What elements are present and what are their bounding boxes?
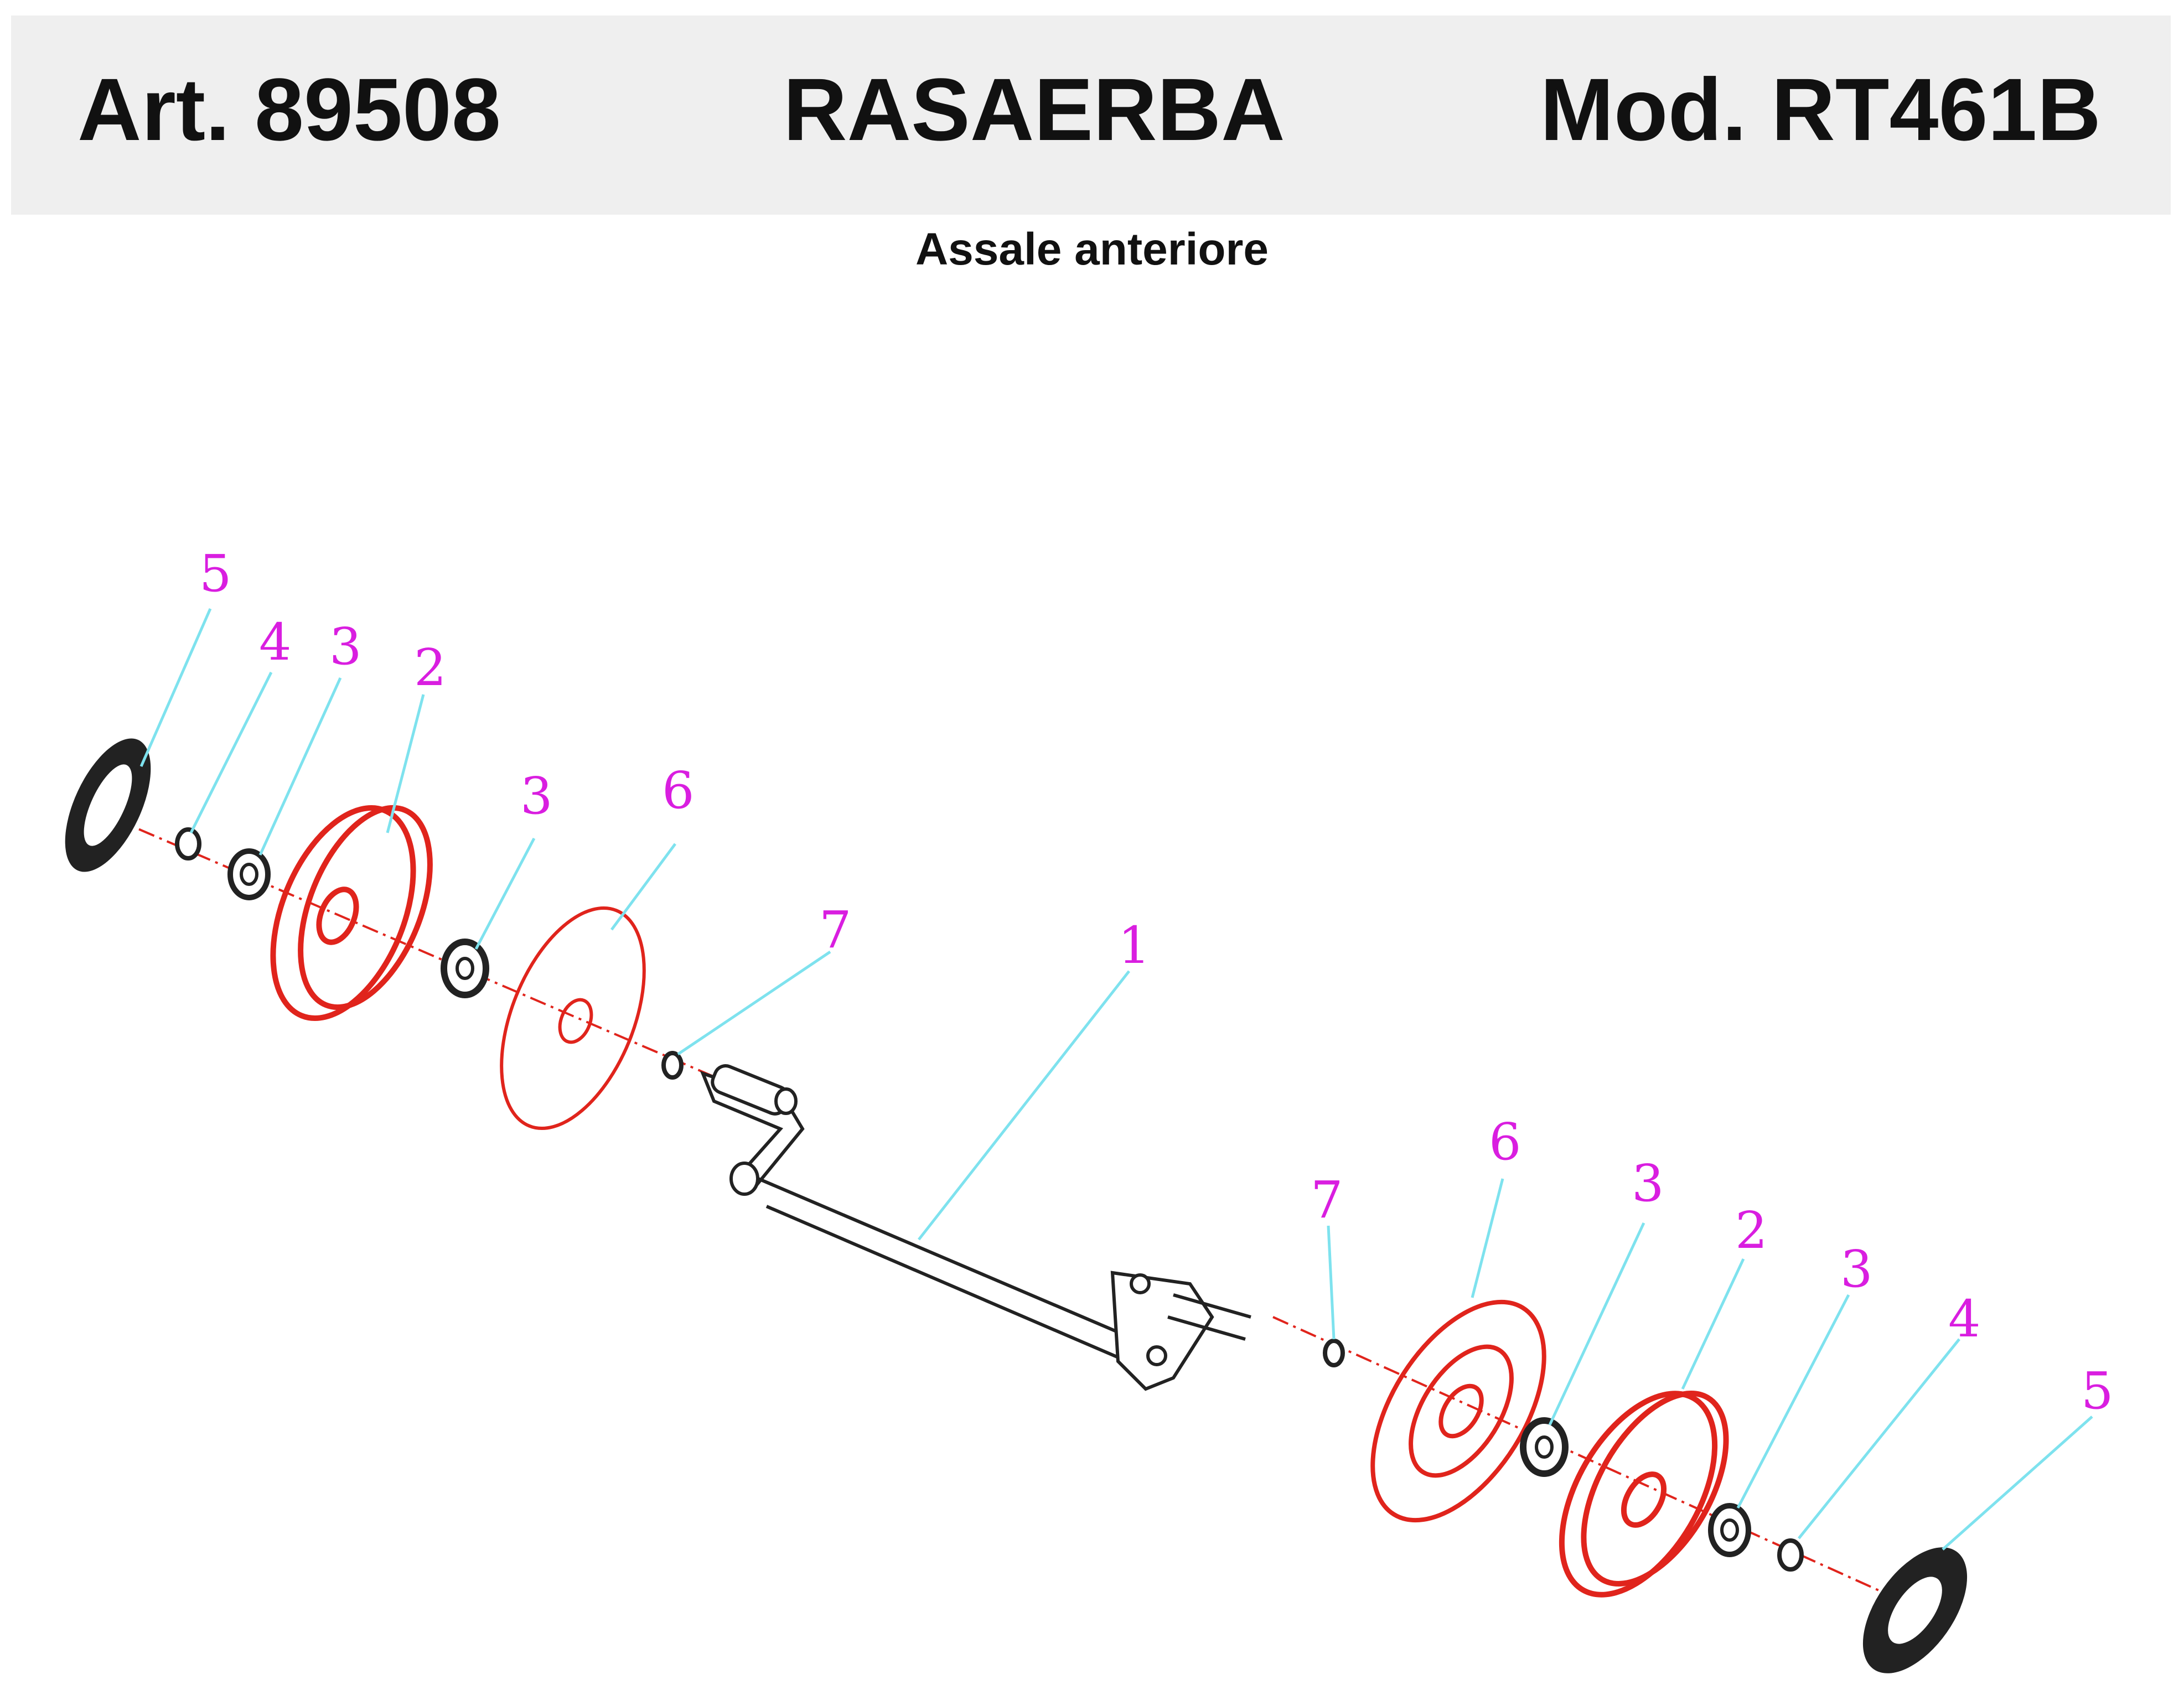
callout-left-wheel: 2 [414, 638, 447, 697]
article-number: Art. 89508 [77, 60, 501, 159]
front-axle [700, 1064, 1251, 1391]
callout-right-inner-bearing: 3 [1632, 1154, 1664, 1213]
right-outer-bearing [1708, 1503, 1751, 1557]
left-washer [661, 1051, 684, 1080]
callout-right-wheel: 2 [1735, 1201, 1768, 1260]
left-hubcap [65, 738, 151, 872]
callout-left-outer-bearing: 3 [329, 617, 362, 676]
leader-lines [139, 608, 2093, 1551]
right-hubcap [1862, 1547, 1968, 1673]
left-cover [500, 906, 646, 1131]
left-outer-bearing [227, 848, 271, 900]
callout-right-hubcap: 5 [2081, 1361, 2114, 1421]
callout-right-washer: 7 [1311, 1170, 1343, 1230]
diagram-subtitle: Assale anteriore [915, 224, 1269, 274]
left-nut [175, 827, 201, 860]
header-band [11, 15, 2171, 215]
left-inner-bearing [441, 939, 489, 998]
callout-axle: 1 [1118, 916, 1151, 975]
callout-right-outer-bearing: 3 [1840, 1240, 1873, 1299]
callout-left-inner-bearing: 3 [520, 766, 553, 826]
left-wheel [270, 805, 433, 1021]
callout-left-hubcap: 5 [199, 544, 232, 603]
callout-left-washer: 7 [819, 900, 852, 960]
callout-left-cover: 6 [662, 761, 695, 820]
right-cover [1370, 1299, 1546, 1523]
callout-left-nut: 4 [259, 613, 292, 672]
right-wheel [1559, 1391, 1729, 1598]
right-nut [1777, 1538, 1804, 1572]
callout-right-nut: 4 [1948, 1289, 1981, 1349]
model-number: Mod. RT461B [1540, 60, 2101, 159]
product-name: RASAERBA [783, 60, 1285, 159]
right-inner-bearing [1520, 1417, 1569, 1477]
right-washer [1323, 1339, 1345, 1367]
callout-right-cover: 6 [1489, 1112, 1521, 1171]
